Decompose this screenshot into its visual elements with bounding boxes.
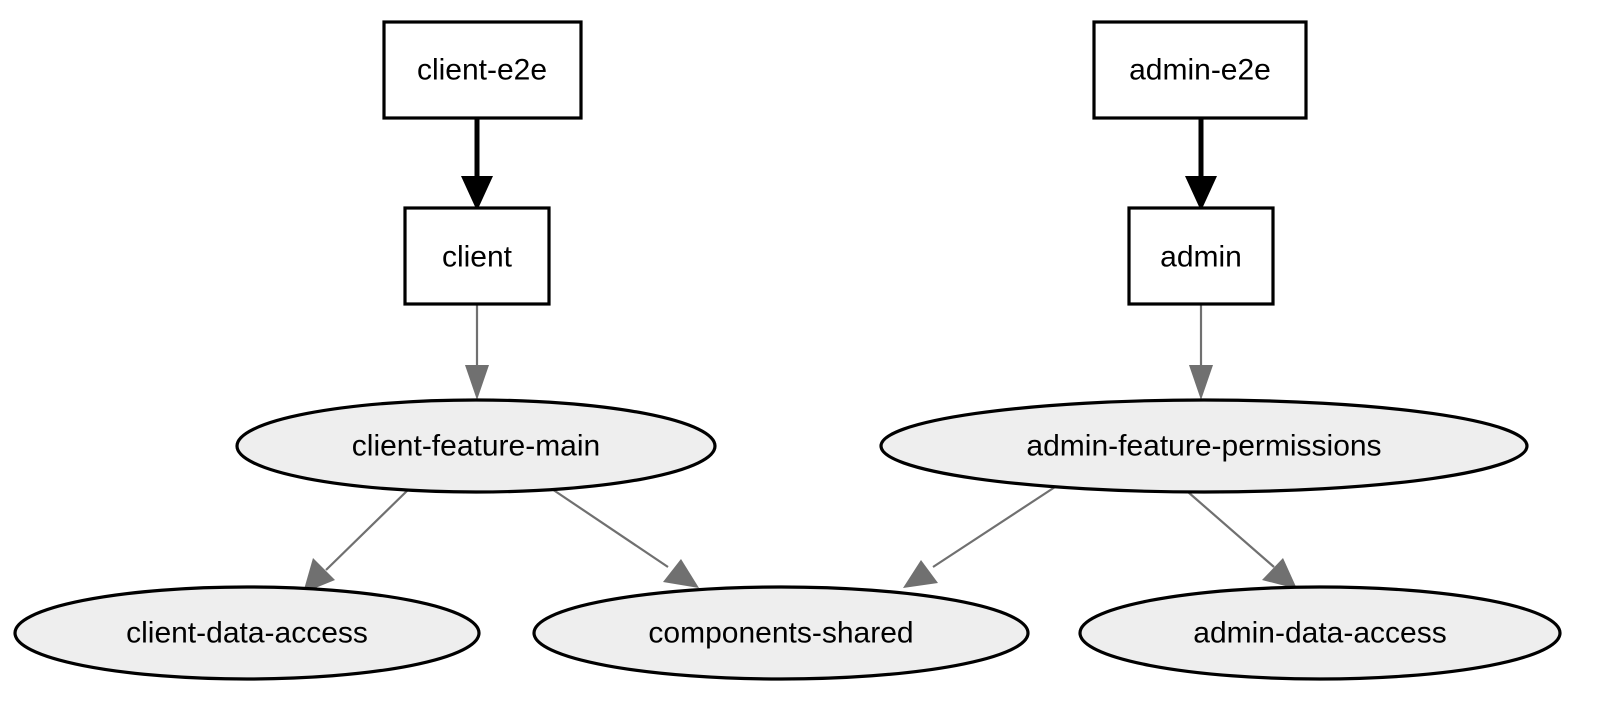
edge-admin-to-admin-feature-permissions[interactable] (1189, 304, 1213, 400)
arrowhead-icon (663, 559, 699, 588)
edge-admin-e2e-to-admin[interactable] (1185, 118, 1217, 211)
edge-line (1187, 491, 1275, 568)
node-label: client (442, 241, 513, 274)
node-label: admin-data-access (1193, 617, 1446, 650)
edge-line (325, 486, 412, 571)
edge-admin-feature-permissions-to-admin-data-access[interactable] (1187, 491, 1297, 589)
edge-client-feature-main-to-components-shared[interactable] (545, 484, 699, 588)
arrowhead-icon (461, 176, 493, 211)
node-shape-box (1127, 206, 1275, 306)
edge-line (932, 486, 1056, 568)
node-label: client-e2e (417, 54, 547, 87)
arrowhead-icon (303, 558, 335, 593)
node-label: components-shared (648, 617, 913, 650)
node-shape-ellipse (532, 585, 1030, 681)
node-shape-ellipse (13, 585, 481, 681)
node-shape-box (1092, 20, 1308, 120)
arrowhead-icon (903, 560, 938, 588)
edge-client-feature-main-to-client-data-access[interactable] (303, 486, 412, 593)
node-client-e2e[interactable]: client-e2e (382, 20, 583, 120)
node-shape-ellipse (1078, 585, 1562, 681)
node-client[interactable]: client (403, 206, 551, 306)
node-components-shared[interactable]: components-shared (532, 585, 1030, 681)
node-shape-box (382, 20, 583, 120)
node-shape-ellipse (879, 398, 1529, 494)
node-admin[interactable]: admin (1127, 206, 1275, 306)
node-client-feature-main[interactable]: client-feature-main (235, 398, 717, 494)
arrowhead-icon (465, 365, 489, 400)
node-shape-box (403, 206, 551, 306)
edge-line (545, 484, 669, 568)
edge-client-to-client-feature-main[interactable] (465, 304, 489, 400)
arrowhead-icon (1262, 558, 1297, 589)
node-label: client-feature-main (352, 430, 600, 463)
edge-admin-feature-permissions-to-components-shared[interactable] (903, 486, 1056, 588)
node-label: admin (1160, 241, 1242, 274)
edge-client-e2e-to-client[interactable] (461, 118, 493, 211)
node-label: client-data-access (126, 617, 368, 650)
edge-layer (303, 118, 1297, 593)
arrowhead-icon (1185, 176, 1217, 211)
node-label: admin-e2e (1129, 54, 1271, 87)
node-admin-data-access[interactable]: admin-data-access (1078, 585, 1562, 681)
node-client-data-access[interactable]: client-data-access (13, 585, 481, 681)
node-label: admin-feature-permissions (1026, 430, 1381, 463)
node-layer: client-e2e client admin-e2e admin client… (13, 20, 1562, 681)
node-admin-feature-permissions[interactable]: admin-feature-permissions (879, 398, 1529, 494)
node-shape-ellipse (235, 398, 717, 494)
arrowhead-icon (1189, 365, 1213, 400)
node-admin-e2e[interactable]: admin-e2e (1092, 20, 1308, 120)
